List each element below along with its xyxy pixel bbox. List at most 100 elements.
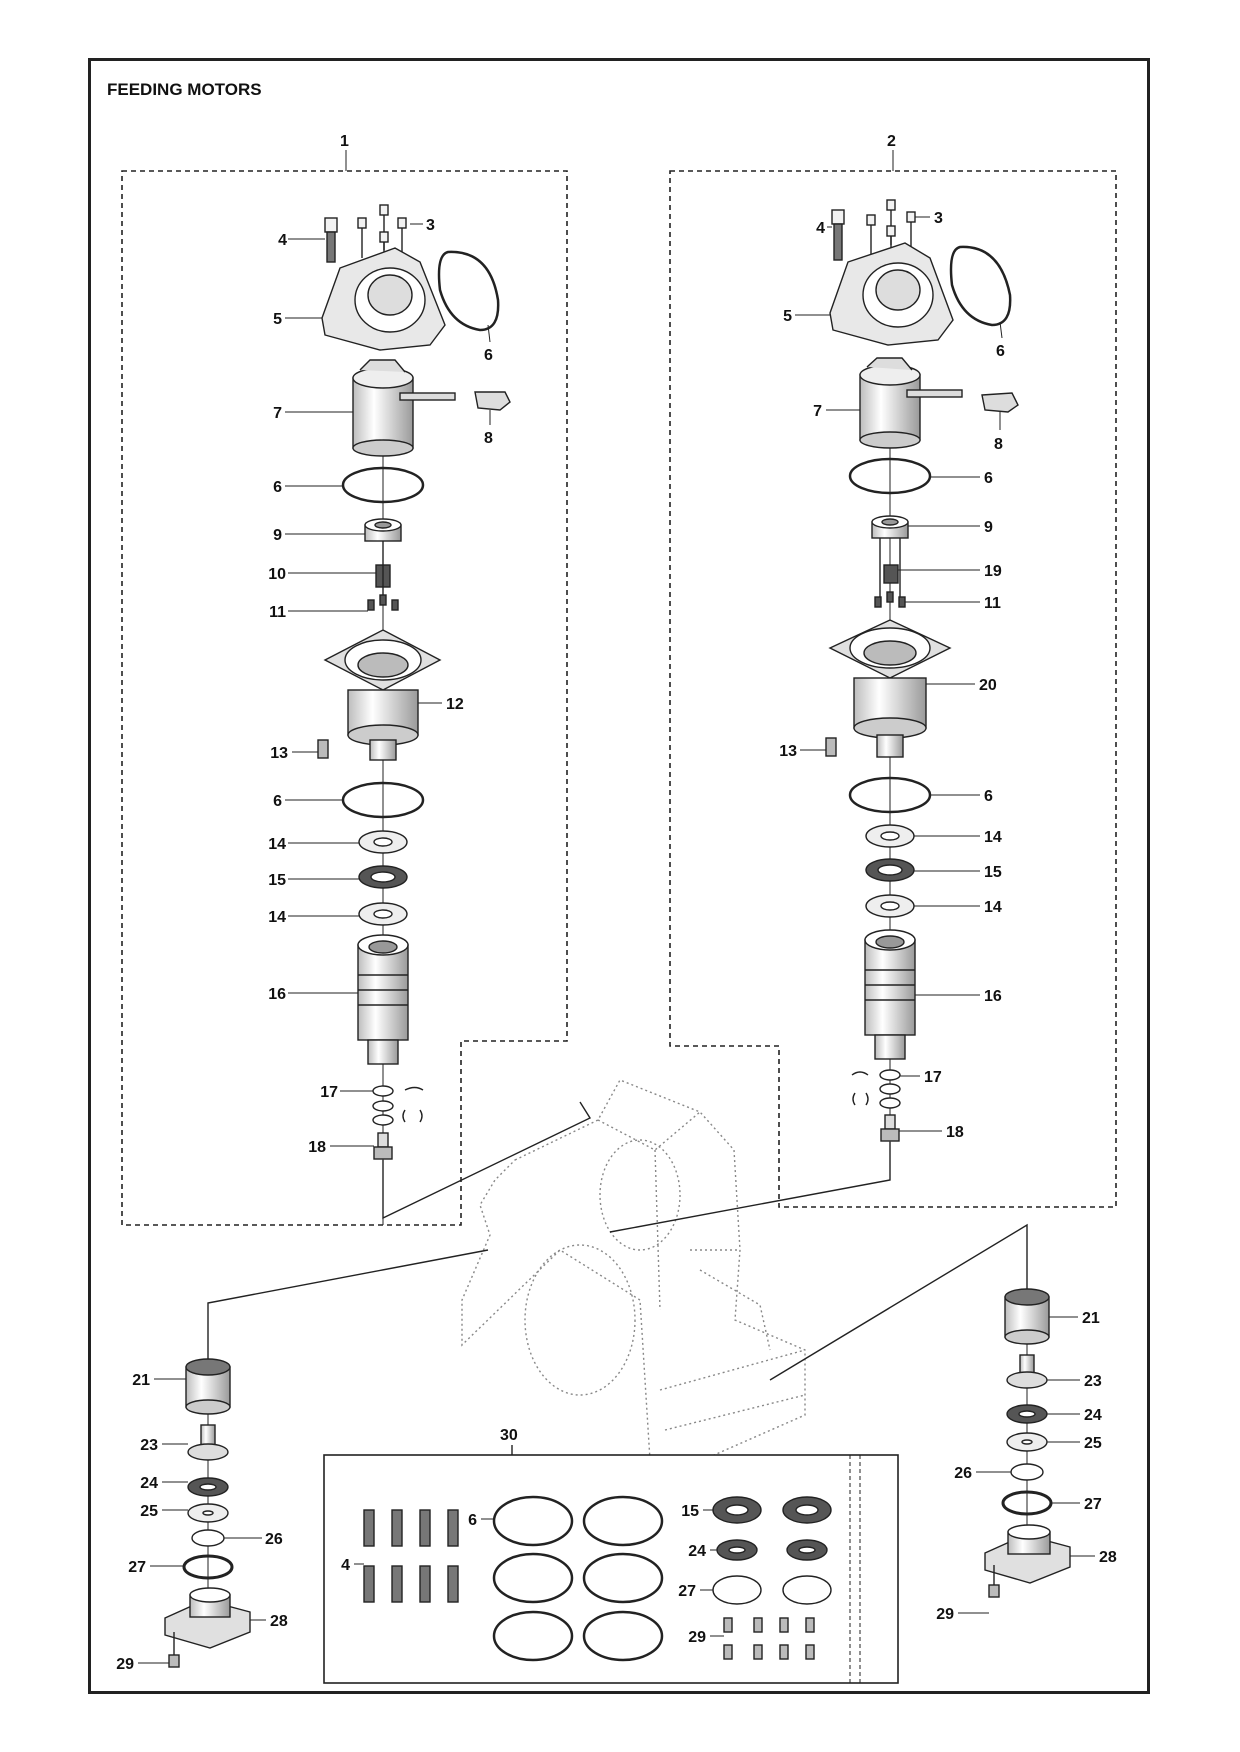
connector-8-icon (474, 391, 511, 411)
bushing-9-icon (364, 518, 402, 542)
screw-11b-icon (874, 591, 906, 608)
bearing-24b-icon (1006, 1404, 1048, 1424)
callout-21-b: 21 (1082, 1310, 1100, 1327)
bolt-18-icon (373, 1132, 393, 1160)
needle-bearing-21b-icon (1004, 1288, 1050, 1345)
motor-7b-icon (859, 357, 963, 449)
callout-7-b: 7 (813, 403, 822, 420)
callout-15: 15 (268, 872, 286, 889)
bolt-4b-icon (831, 209, 845, 261)
callout-29: 29 (116, 1656, 134, 1673)
callout-6-d: 6 (984, 788, 993, 805)
callout-7: 7 (273, 405, 282, 422)
callout-leaders (138, 150, 1095, 1664)
callout-11-b: 11 (984, 595, 1001, 612)
gasket-6-icon (437, 250, 500, 332)
callout-11: 11 (269, 604, 286, 621)
callout-16-b: 16 (984, 988, 1002, 1005)
group-1-boundary (121, 170, 568, 1226)
callout-19: 19 (984, 563, 1002, 580)
callout-26: 26 (265, 1531, 283, 1548)
ring-27-icon (182, 1554, 234, 1580)
flange-28b-icon (984, 1524, 1071, 1584)
o-ring-6d-icon (848, 457, 932, 495)
callout-24: 24 (140, 1475, 158, 1492)
callout-4-b: 4 (816, 220, 825, 237)
kit-screw-29-icon (723, 1617, 815, 1660)
bolt-4-icon (324, 217, 338, 263)
washer-17-icon (372, 1085, 424, 1126)
motor-assembly-2 (609, 199, 1019, 1233)
flange-28-icon (164, 1587, 251, 1649)
callout-27: 27 (128, 1559, 146, 1576)
callout-18-b: 18 (946, 1124, 964, 1141)
washer-14d-icon (865, 894, 915, 918)
callout-8-b: 8 (994, 436, 1003, 453)
kit-bolt-4-icon (363, 1509, 459, 1603)
bearing-24-icon (187, 1477, 229, 1497)
washer-14-icon (358, 830, 408, 854)
callout-17-b: 17 (924, 1069, 942, 1086)
bolt-18b-icon (880, 1114, 900, 1142)
screw-29b-icon (988, 1565, 1000, 1598)
callout-15-kit: 15 (681, 1503, 699, 1520)
kit-disc-27-icon (712, 1575, 832, 1605)
callout-6-b: 6 (996, 343, 1005, 360)
bearing-15b-icon (865, 858, 915, 882)
callout-27-b: 27 (1084, 1496, 1102, 1513)
bushing-9b-icon (871, 515, 909, 539)
callout-17: 17 (320, 1084, 338, 1101)
callout-24-kit: 24 (688, 1543, 706, 1560)
page-title: FEEDING MOTORS (107, 80, 262, 99)
callout-12: 12 (446, 696, 464, 713)
callout-18: 18 (308, 1139, 326, 1156)
bearing-15-icon (358, 865, 408, 889)
callout-3-b: 3 (934, 210, 943, 227)
callout-23-b: 23 (1084, 1373, 1102, 1390)
kit-bearing-15-icon (712, 1496, 832, 1524)
spindle-23b-icon (1006, 1354, 1048, 1389)
callout-20: 20 (979, 677, 997, 694)
callout-14-d: 14 (984, 899, 1002, 916)
key-13-icon (317, 739, 329, 759)
screw-11-icon (367, 594, 399, 611)
callout-29-kit: 29 (688, 1629, 706, 1646)
o-ring-6-icon (341, 466, 425, 504)
callout-6-o-ring: 6 (273, 479, 282, 496)
spindle-23-icon (187, 1424, 229, 1461)
washer-17b-icon (851, 1069, 901, 1109)
callout-28-b: 28 (1099, 1549, 1117, 1566)
disc-26b-icon (1010, 1463, 1044, 1481)
cover-5b-icon (829, 242, 954, 346)
callout-16: 16 (268, 986, 286, 1003)
seal-kit-30 (323, 1445, 899, 1684)
callout-4: 4 (278, 232, 287, 249)
callout-25: 25 (140, 1503, 158, 1520)
washer-25b-icon (1006, 1432, 1048, 1452)
connector-8b-icon (981, 392, 1019, 413)
callout-9: 9 (273, 527, 282, 544)
callout-14: 14 (268, 836, 286, 853)
callout-14-c: 14 (984, 829, 1002, 846)
callout-23: 23 (140, 1437, 158, 1454)
callout-labels: 1 3 4 5 6 7 8 6 9 10 11 12 13 6 14 15 14… (116, 133, 1117, 1673)
callout-8: 8 (484, 430, 493, 447)
callout-6-c: 6 (984, 470, 993, 487)
callout-6: 6 (484, 347, 493, 364)
callout-24-b: 24 (1084, 1407, 1102, 1424)
callout-3: 3 (426, 217, 435, 234)
shaft-16b-icon (864, 929, 916, 1060)
callout-30: 30 (500, 1427, 518, 1444)
gasket-6c-icon (949, 245, 1012, 327)
key-13b-icon (825, 737, 837, 757)
needle-bearing-21-icon (185, 1358, 231, 1415)
callout-6-kit: 6 (468, 1512, 477, 1529)
motor-housing-12-icon (323, 629, 442, 761)
callout-15-b: 15 (984, 864, 1002, 881)
motor-7-icon (352, 359, 456, 457)
disc-26-icon (191, 1529, 225, 1547)
shaft-16-icon (357, 934, 409, 1065)
gear-19-icon (883, 564, 899, 584)
callout-21: 21 (132, 1372, 150, 1389)
callout-25-b: 25 (1084, 1435, 1102, 1452)
